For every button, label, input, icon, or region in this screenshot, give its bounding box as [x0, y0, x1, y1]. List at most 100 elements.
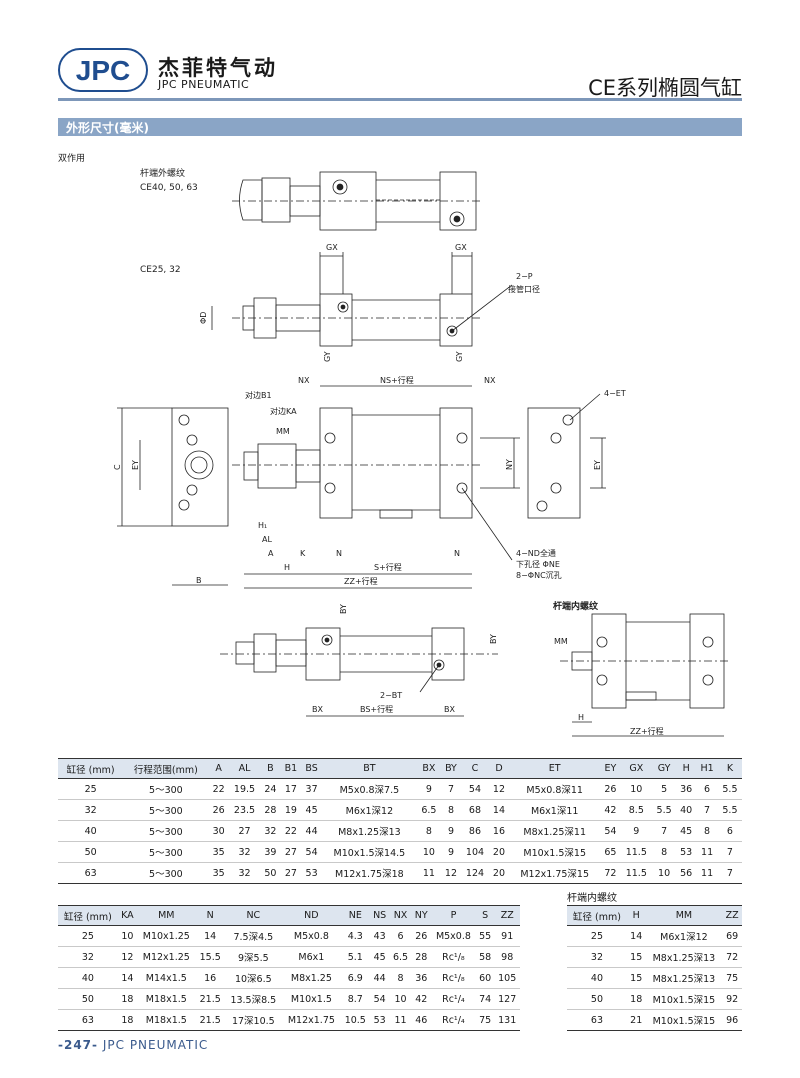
column-header: H [626, 905, 646, 926]
column-header: 缸径 (mm) [58, 758, 124, 779]
technical-drawings: 双作用 杆端外螺纹 CE40, 50, 63 CE25, 32 GX GX ΦD [58, 152, 730, 737]
section-title: 外形尺寸(毫米) [66, 121, 149, 135]
table-cell: 53 [301, 862, 322, 884]
table-cell: 40 [676, 799, 697, 821]
table-cell: 5.1 [340, 946, 370, 968]
table-cell: 11.5 [620, 862, 653, 884]
table-cell: 10.5 [340, 1009, 370, 1031]
table-cell: 35 [208, 841, 229, 863]
column-header: ND [281, 905, 341, 926]
table-cell: 14 [117, 967, 137, 989]
table-cell: Rc¹/₈ [430, 946, 476, 968]
svg-text:NX: NX [484, 376, 496, 385]
table-cell: 60 [475, 967, 495, 989]
table-cell: M5x0.8深7.5 [321, 778, 417, 800]
column-header: NX [389, 905, 412, 926]
svg-text:BY: BY [339, 604, 348, 614]
table-cell: 10深6.5 [224, 967, 282, 989]
table-cell: 18 [626, 988, 646, 1010]
table-cell: 32 [58, 799, 124, 821]
table-cell: M6x1深12 [645, 925, 723, 947]
column-header: GY [652, 758, 677, 779]
table-cell: 42 [411, 988, 431, 1010]
table-cell: 14 [195, 925, 225, 947]
table-cell: 74 [475, 988, 495, 1010]
table-cell: Rc¹/₄ [430, 1009, 476, 1031]
table-cell: M12x1.25 [136, 946, 196, 968]
table-cell: 8 [416, 820, 441, 842]
table-cell: 8.7 [340, 988, 370, 1010]
column-header: N [195, 905, 225, 926]
table-cell: 5～300 [123, 820, 209, 842]
table-cell: 8 [440, 799, 462, 821]
table-cell: 75 [722, 967, 742, 989]
table-cell: 54 [461, 778, 489, 800]
svg-text:2−P: 2−P [516, 272, 533, 281]
column-header: NE [340, 905, 370, 926]
ext-models-label: CE40, 50, 63 [140, 183, 198, 193]
table-cell: 40 [58, 820, 124, 842]
table-cell: 32 [260, 820, 281, 842]
table-cell: M8x1.25深13 [645, 946, 723, 968]
table-cell: 8 [696, 820, 718, 842]
table-cell: 40 [567, 967, 627, 989]
table-cell: 5.5 [717, 799, 742, 821]
svg-text:H: H [578, 713, 584, 722]
table-cell: 32 [228, 841, 261, 863]
svg-text:MM: MM [276, 427, 290, 436]
table-cell: 53 [676, 841, 697, 863]
table-cell: 5～300 [123, 862, 209, 884]
column-header: MM [645, 905, 723, 926]
svg-text:GY: GY [323, 351, 332, 362]
table-cell: M14x1.5 [136, 967, 196, 989]
table-cell: 54 [600, 820, 621, 842]
section-bar [58, 118, 742, 136]
table-cell: 68 [461, 799, 489, 821]
table-cell: 72 [722, 946, 742, 968]
table-cell: 18 [117, 988, 137, 1010]
table-cell: M6x1深11 [509, 799, 601, 821]
table-cell: M10x1.5 [281, 988, 341, 1010]
table3-caption: 杆端内螺纹 [567, 893, 617, 904]
table-cell: 42 [600, 799, 621, 821]
table-cell: 63 [567, 1009, 627, 1031]
column-header: KA [117, 905, 137, 926]
column-header: BY [440, 758, 462, 779]
svg-text:NX: NX [298, 376, 310, 385]
table-cell: 6 [696, 778, 718, 800]
table-cell: 15.5 [195, 946, 225, 968]
table-cell: 15 [626, 946, 646, 968]
table-cell: M10x1.5深15 [509, 841, 601, 863]
table-cell: 10 [389, 988, 412, 1010]
table-cell: 50 [58, 988, 118, 1010]
svg-text:AL: AL [262, 535, 272, 544]
column-header: C [461, 758, 489, 779]
table-cell: 54 [301, 841, 322, 863]
table-cell: 65 [600, 841, 621, 863]
table-cell: 11 [696, 841, 718, 863]
table-cell: 104 [461, 841, 489, 863]
table-cell: 8 [652, 841, 677, 863]
table-cell: 16 [195, 967, 225, 989]
table-cell: 19.5 [228, 778, 261, 800]
table-cell: 127 [494, 988, 520, 1010]
logo-text: JPC [76, 55, 130, 86]
table-cell: 11.5 [620, 841, 653, 863]
table-cell: 25 [58, 925, 118, 947]
column-header: MM [136, 905, 196, 926]
table-cell: 9 [620, 820, 653, 842]
table-cell: 8 [389, 967, 412, 989]
column-header: BS [301, 758, 322, 779]
table-cell: 45 [676, 820, 697, 842]
column-header: B1 [280, 758, 302, 779]
svg-text:C: C [113, 464, 122, 470]
column-header: ZZ [722, 905, 742, 926]
